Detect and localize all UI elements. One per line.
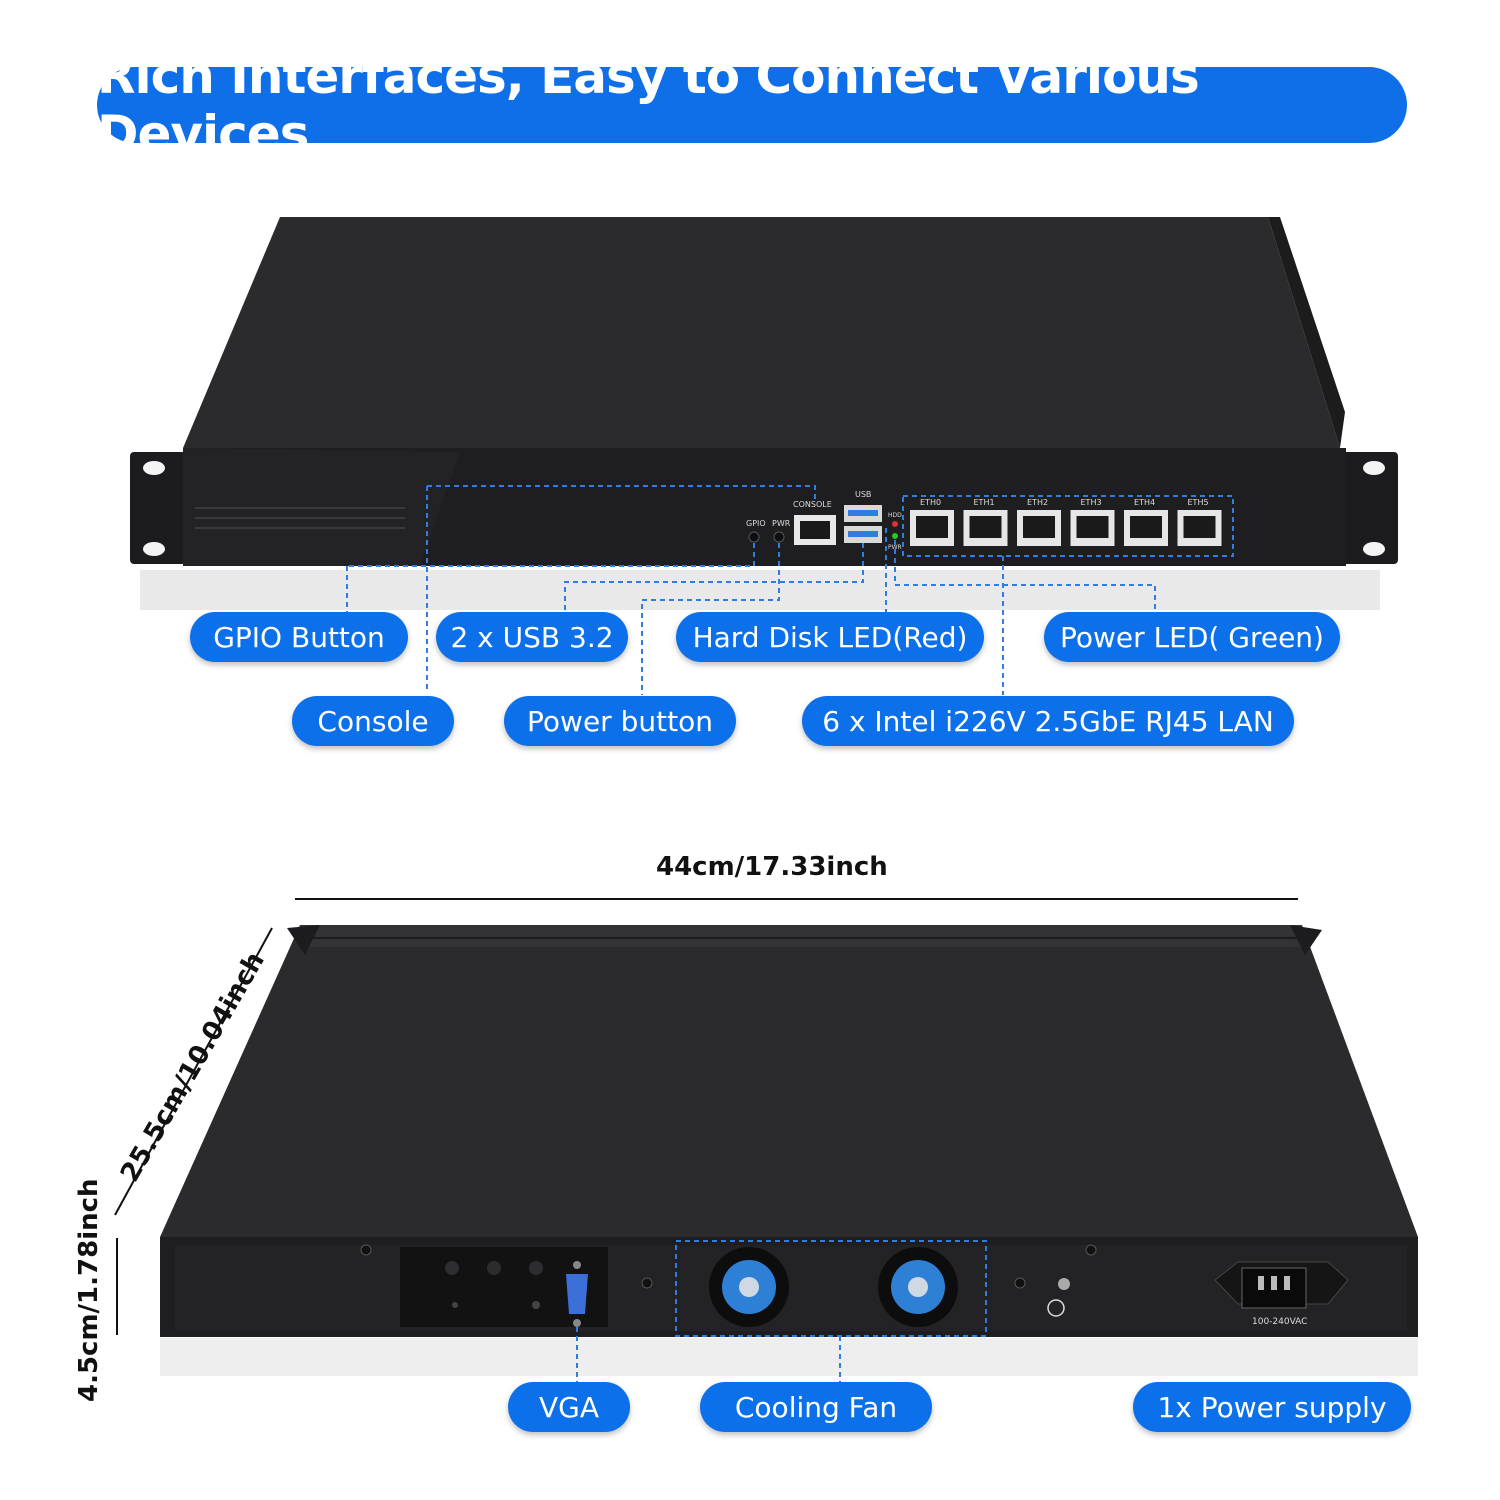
- title-banner: Rich Interfaces, Easy to Connect Various…: [97, 47, 1407, 163]
- rear-reflection: [160, 1338, 1418, 1376]
- fan-dashed-box: [675, 1240, 987, 1337]
- eth-port-group: ETH0 ETH1 ETH2 ETH3 ETH4 ETH5: [910, 498, 1222, 546]
- callout-lan: 6 x Intel i226V 2.5GbE RJ45 LAN: [802, 696, 1294, 746]
- callout-vga: VGA: [508, 1382, 630, 1432]
- pwr-led-label: PWR: [888, 544, 902, 551]
- console-port-label: CONSOLE: [793, 500, 832, 509]
- vga-port-icon: [566, 1274, 588, 1314]
- depth-dimension-line: [114, 927, 273, 1216]
- eth-port-label: ETH3: [1081, 498, 1102, 507]
- power-led-icon: [892, 533, 898, 539]
- ear-hole-icon: [143, 461, 165, 475]
- callout-power-button: Power button: [504, 696, 736, 746]
- front-dashed-outline: [427, 485, 816, 500]
- callout-usb: 2 x USB 3.2: [436, 612, 628, 662]
- hdd-led-icon: [892, 521, 898, 527]
- gpio-port-label: GPIO: [746, 519, 766, 528]
- lan-dashed-box: [902, 495, 1234, 557]
- callout-power-supply: 1x Power supply: [1133, 1382, 1411, 1432]
- page-title: Rich Interfaces, Easy to Connect Various…: [97, 47, 1200, 163]
- callout-console: Console: [292, 696, 454, 746]
- screw-icon: [1014, 1277, 1026, 1289]
- rear-ear-right: [1290, 925, 1322, 955]
- height-dimension-label: 4.5cm/1.78inch: [74, 1178, 104, 1402]
- voltage-label: 100-240VAC: [1252, 1317, 1307, 1327]
- screw-icon: [641, 1277, 653, 1289]
- eth-port-label: ETH5: [1188, 498, 1209, 507]
- callout-gpio-button: GPIO Button: [190, 612, 408, 662]
- screw-icon: [1085, 1244, 1097, 1256]
- ear-hole-icon: [1363, 542, 1385, 556]
- front-rack-ear-left: [130, 452, 186, 564]
- front-top-right-edge: [1268, 217, 1345, 448]
- front-top-surface: [183, 217, 1340, 448]
- hdd-led-label: HDD: [888, 512, 902, 519]
- front-rack-ear-right: [1342, 452, 1398, 564]
- ear-hole-icon: [143, 542, 165, 556]
- callout-cooling-fan: Cooling Fan: [700, 1382, 932, 1432]
- eth-port-label: ETH4: [1134, 498, 1155, 507]
- rear-ear-left: [287, 925, 320, 955]
- pwr-port-label: PWR: [772, 519, 791, 528]
- ground-symbol-icon: [1047, 1299, 1065, 1317]
- power-button-icon: [773, 531, 785, 543]
- callout-power-led: Power LED( Green): [1044, 612, 1340, 662]
- screw-icon: [360, 1244, 372, 1256]
- usb-port-label: USB: [855, 490, 871, 499]
- eth-port-label: ETH0: [920, 498, 941, 507]
- rear-top-surface: [160, 925, 1418, 1237]
- callout-hdd-led: Hard Disk LED(Red): [676, 612, 984, 662]
- front-reflection: [140, 570, 1380, 610]
- eth-port-label: ETH2: [1027, 498, 1048, 507]
- rear-device-illustration: 100-240VAC: [114, 898, 1418, 1382]
- width-dimension-label: 44cm/17.33inch: [656, 852, 888, 882]
- gpio-button-icon: [748, 531, 760, 543]
- eth-port-label: ETH1: [974, 498, 995, 507]
- ground-screw-icon: [1058, 1278, 1070, 1290]
- ear-hole-icon: [1363, 461, 1385, 475]
